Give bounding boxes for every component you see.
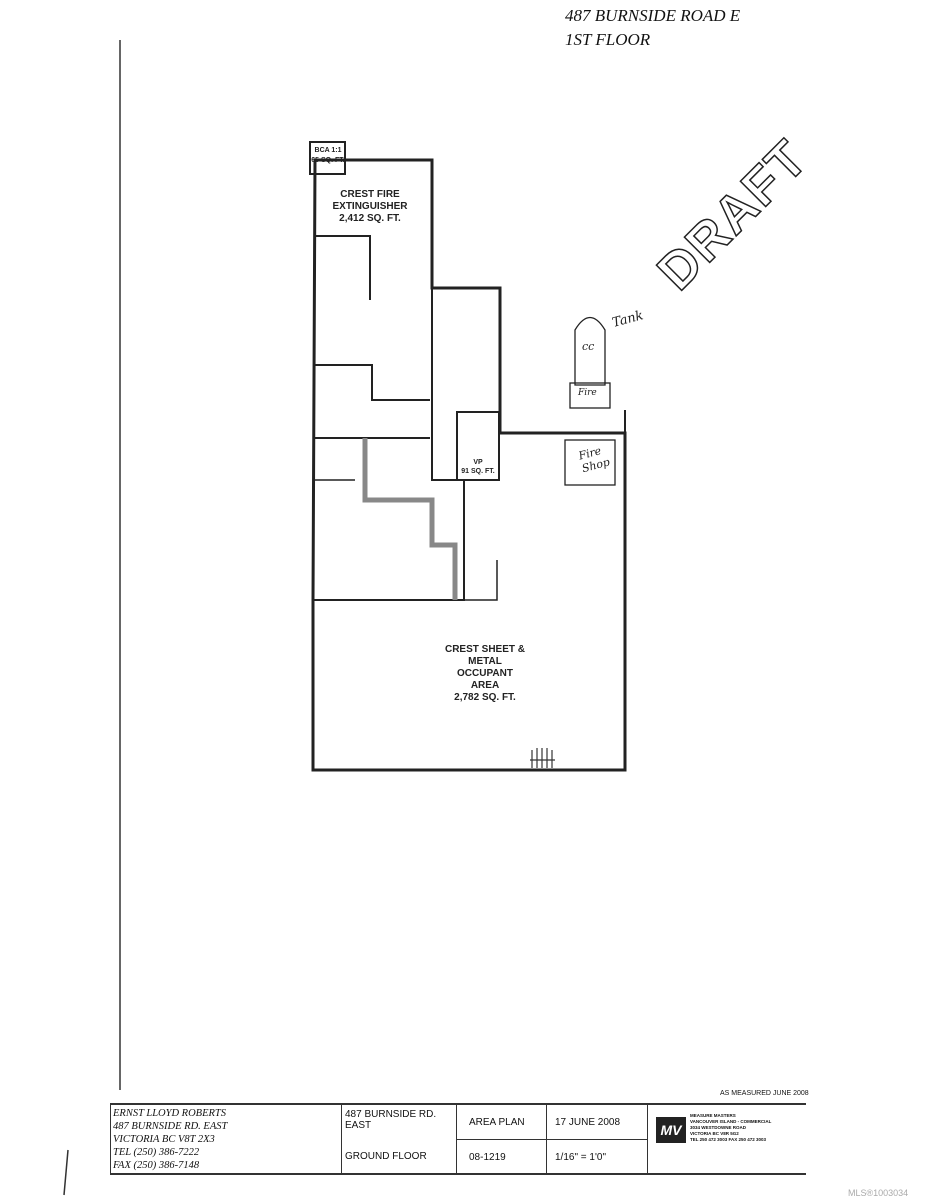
company-phone: TEL 250 472 3003 FAX 250 472 3003 [690, 1137, 766, 1142]
room-name: BCA 1:1 [314, 147, 342, 154]
handwritten-cc: cc [582, 340, 595, 353]
owner-info: ERNST LLOYD ROBERTS 487 BURNSIDE RD. EAS… [113, 1107, 338, 1172]
room-area: 2,412 SQ. FT. [339, 213, 401, 224]
owner-name: ERNST LLOYD ROBERTS [113, 1108, 226, 1119]
room-name: EXTINGUISHER [332, 201, 408, 212]
margin-mark [63, 1149, 69, 1196]
owner-tel: TEL (250) 386-7222 [113, 1147, 200, 1158]
room-area: 2,782 SQ. FT. [454, 692, 516, 703]
header-address: 487 BURNSIDE ROAD E [565, 6, 741, 25]
room-name: CREST FIRE [340, 189, 400, 200]
title-block: ERNST LLOYD ROBERTS 487 BURNSIDE RD. EAS… [110, 1103, 806, 1175]
measured-note: AS MEASURED JUNE 2008 [720, 1090, 809, 1097]
room-name: METAL [468, 656, 502, 667]
plan-type: AREA PLAN [469, 1117, 525, 1128]
room-name: OCCUPANT [457, 668, 513, 679]
building-walls [309, 141, 627, 772]
plan-date: 17 JUNE 2008 [555, 1117, 621, 1128]
room-area: 65 SQ. FT. [311, 157, 345, 164]
company-address: 3034 WESTDOWNE ROAD [690, 1125, 747, 1130]
room-name: VP [473, 459, 483, 466]
plan-address: 487 BURNSIDE RD. EAST [345, 1109, 437, 1131]
date-cell: 17 JUNE 2008 1/16" = 1'0" [546, 1105, 648, 1173]
plan-scale: 1/16" = 1'0" [555, 1152, 606, 1163]
company-name: MEASURE MASTERS [690, 1113, 736, 1118]
room-area: 91 SQ. FT. [461, 468, 495, 475]
handwritten-marks [564, 316, 616, 486]
owner-address: 487 BURNSIDE RD. EAST [113, 1121, 228, 1132]
company-division: VANCOUVER ISLAND - COMMERCIAL [690, 1119, 772, 1124]
handwritten-fire: Fire [578, 388, 597, 398]
header-floor: 1ST FLOOR [565, 30, 651, 49]
room-bca: BCA 1:1 65 SQ. FT. [310, 146, 346, 166]
type-cell: AREA PLAN 08-1219 [456, 1105, 647, 1173]
owner-city: VICTORIA BC V8T 2X3 [113, 1134, 215, 1145]
room-name: AREA [470, 680, 500, 691]
plan-floor: GROUND FLOOR [345, 1151, 427, 1162]
room-name: CREST SHEET & [444, 644, 525, 655]
company-city: VICTORIA BC V8R 5G2 [690, 1131, 739, 1136]
room-vp: VP 91 SQ. FT. [457, 458, 499, 476]
owner-fax: FAX (250) 386-7148 [113, 1160, 200, 1171]
measure-masters-logo: MV [656, 1117, 686, 1143]
stairs [530, 748, 555, 768]
job-number: 08-1219 [469, 1152, 506, 1163]
mls-number: MLS®1003034 [848, 1188, 909, 1198]
address-cell: 487 BURNSIDE RD. EAST GROUND FLOOR [341, 1105, 457, 1173]
